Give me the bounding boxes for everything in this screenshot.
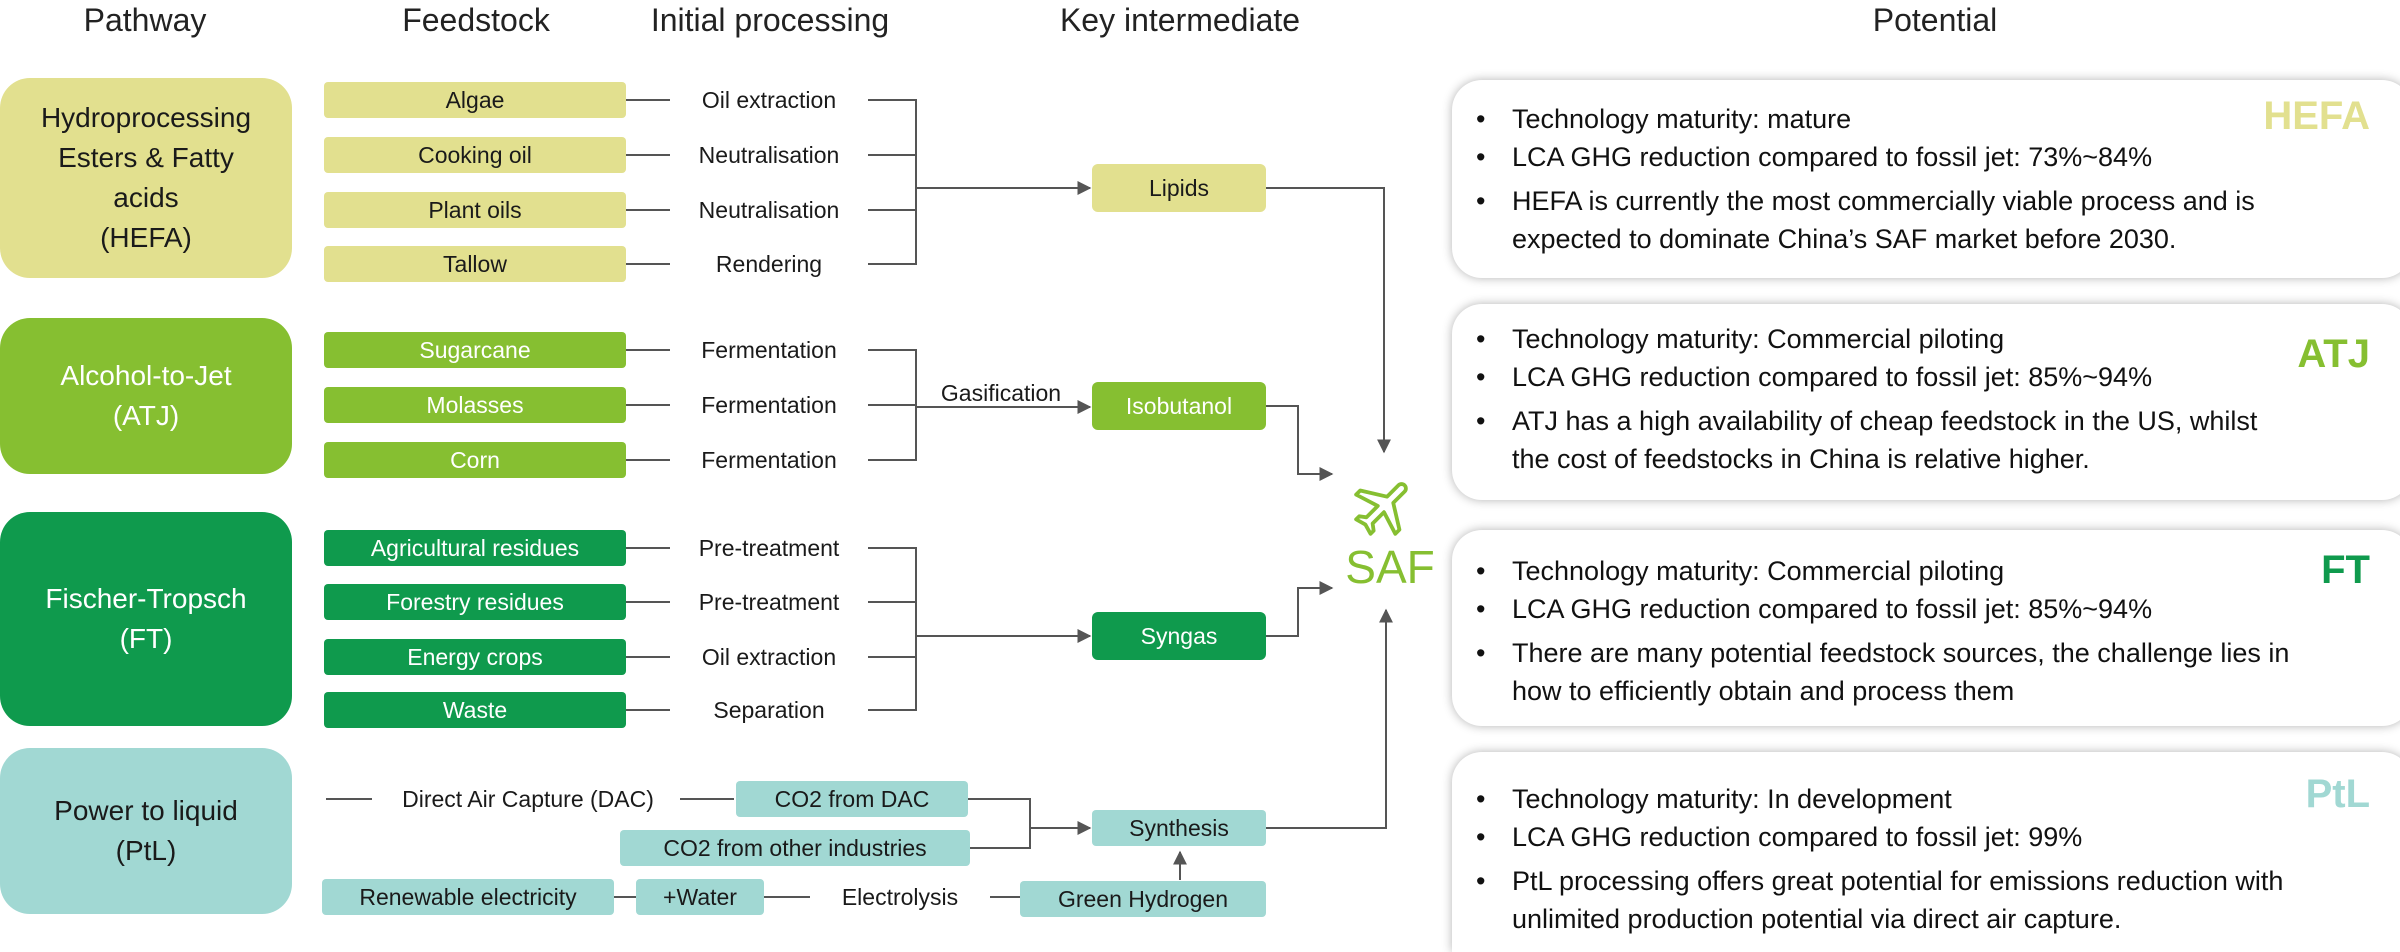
feedstock-molasses: Molasses <box>324 387 626 423</box>
process-direct-air-capture: Direct Air Capture (DAC) <box>402 786 654 812</box>
potential-bullet: ATJ has a high availability of cheap fee… <box>1476 402 2282 478</box>
potential-tag-ft: FT <box>2321 548 2370 592</box>
header-feedstock: Feedstock <box>402 2 550 38</box>
process-gasification: Gasification <box>940 380 1062 406</box>
potential-list: Technology maturity: Commercial piloting… <box>1476 552 2289 710</box>
co2-from-other-industries: CO2 from other industries <box>620 830 970 866</box>
pathway-atj: Alcohol-to-Jet (ATJ) <box>0 318 292 474</box>
intermediate-synthesis: Synthesis <box>1092 810 1266 846</box>
potential-bullet: LCA GHG reduction compared to fossil jet… <box>1476 138 2276 176</box>
potential-bullet: Technology maturity: mature <box>1476 100 2276 138</box>
potential-bullet: Technology maturity: Commercial piloting <box>1476 552 2276 590</box>
header-key-intermediate: Key intermediate <box>1059 2 1301 38</box>
header-pathway: Pathway <box>83 2 207 38</box>
header-initial-processing: Initial processing <box>650 2 890 38</box>
potential-list: Technology maturity: In development LCA … <box>1476 780 2283 938</box>
process-oil-extraction: Oil extraction <box>701 87 837 113</box>
process-separation: Separation <box>713 697 825 723</box>
potential-tag-ptl: PtL <box>2305 772 2370 816</box>
feedstock-waste: Waste <box>324 692 626 728</box>
potential-list: Technology maturity: mature LCA GHG redu… <box>1476 100 2276 258</box>
feedstock-agricultural-residues: Agricultural residues <box>324 530 626 566</box>
potential-bullet: PtL processing offers great potential fo… <box>1476 862 2332 938</box>
process-pre-treatment: Pre-treatment <box>698 589 840 615</box>
feedstock-corn: Corn <box>324 442 626 478</box>
process-fermentation: Fermentation <box>701 337 837 363</box>
feedstock-energy-crops: Energy crops <box>324 639 626 675</box>
feedstock-cooking-oil: Cooking oil <box>324 137 626 173</box>
process-rendering: Rendering <box>715 251 823 277</box>
potential-tag-atj: ATJ <box>2297 332 2370 376</box>
potential-card-hefa: HEFA Technology maturity: mature LCA GHG… <box>1452 80 2400 278</box>
intermediate-syngas: Syngas <box>1092 612 1266 660</box>
header-potential: Potential <box>1872 2 1998 38</box>
potential-bullet: HEFA is currently the most commercially … <box>1476 182 2292 258</box>
feedstock-algae: Algae <box>324 82 626 118</box>
pathway-ptl: Power to liquid (PtL) <box>0 748 292 914</box>
process-pre-treatment: Pre-treatment <box>698 535 840 561</box>
saf-label: SAF <box>1345 541 1435 593</box>
potential-bullet: LCA GHG reduction compared to fossil jet… <box>1476 818 2276 856</box>
potential-tag-hefa: HEFA <box>2263 94 2370 138</box>
renewable-electricity: Renewable electricity <box>322 879 614 915</box>
potential-bullet: LCA GHG reduction compared to fossil jet… <box>1476 590 2276 628</box>
feedstock-sugarcane: Sugarcane <box>324 332 626 368</box>
process-electrolysis: Electrolysis <box>841 884 959 910</box>
potential-card-ptl: PtL Technology maturity: In development … <box>1452 752 2400 952</box>
process-neutralisation: Neutralisation <box>698 197 840 223</box>
potential-card-ft: FT Technology maturity: Commercial pilot… <box>1452 530 2400 726</box>
process-neutralisation: Neutralisation <box>698 142 840 168</box>
feedstock-plant-oils: Plant oils <box>324 192 626 228</box>
potential-bullet: There are many potential feedstock sourc… <box>1476 634 2292 710</box>
potential-list: Technology maturity: Commercial piloting… <box>1476 320 2276 478</box>
potential-bullet: Technology maturity: In development <box>1476 780 2276 818</box>
process-fermentation: Fermentation <box>701 447 837 473</box>
pathway-hefa: Hydroprocessing Esters & Fatty acids (HE… <box>0 78 292 278</box>
water-input: +Water <box>636 879 764 915</box>
feedstock-forestry-residues: Forestry residues <box>324 584 626 620</box>
airplane-icon <box>1350 472 1420 542</box>
potential-bullet: LCA GHG reduction compared to fossil jet… <box>1476 358 2276 396</box>
feedstock-tallow: Tallow <box>324 246 626 282</box>
potential-bullet: Technology maturity: Commercial piloting <box>1476 320 2276 358</box>
process-fermentation: Fermentation <box>701 392 837 418</box>
intermediate-isobutanol: Isobutanol <box>1092 382 1266 430</box>
co2-from-dac: CO2 from DAC <box>736 781 968 817</box>
process-oil-extraction: Oil extraction <box>701 644 837 670</box>
green-hydrogen: Green Hydrogen <box>1020 881 1266 917</box>
intermediate-lipids: Lipids <box>1092 164 1266 212</box>
pathway-ft: Fischer-Tropsch (FT) <box>0 512 292 726</box>
potential-card-atj: ATJ Technology maturity: Commercial pilo… <box>1452 304 2400 500</box>
